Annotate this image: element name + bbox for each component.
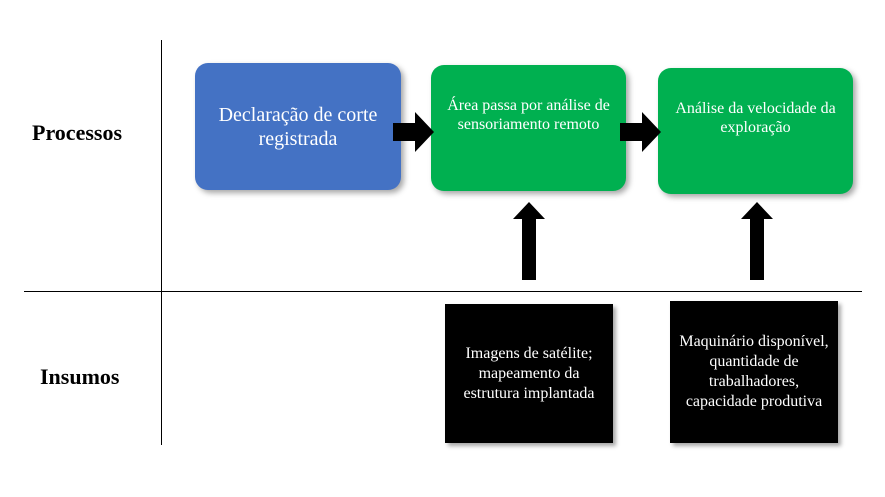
arrow-up-2	[741, 202, 773, 280]
process-box-exploration-speed-label: Análise da velocidade da exploração	[675, 99, 836, 136]
input-box-satellite-label: Imagens de satélite; mapeamento da estru…	[463, 344, 595, 402]
arrow-up-1	[513, 202, 545, 280]
arrow-right-2	[620, 112, 661, 152]
process-box-remote-sensing-label: Área passa por análise de sensoriamento …	[447, 96, 610, 133]
process-box-declaration-label: Declaração de corte registrada	[218, 103, 378, 150]
input-box-satellite: Imagens de satélite; mapeamento da estru…	[445, 304, 613, 443]
inputs-row-label: Insumos	[40, 364, 120, 389]
horizontal-divider	[24, 291, 862, 292]
process-box-exploration-speed: Análise da velocidade da exploração	[658, 68, 853, 194]
input-box-machinery: Maquinário disponível, quantidade de tra…	[670, 301, 838, 443]
arrow-right-1	[393, 112, 434, 152]
vertical-divider	[161, 40, 162, 445]
process-box-remote-sensing: Área passa por análise de sensoriamento …	[431, 65, 626, 191]
input-box-machinery-label: Maquinário disponível, quantidade de tra…	[679, 333, 829, 410]
processes-row-label: Processos	[32, 120, 123, 145]
process-box-declaration: Declaração de corte registrada	[195, 63, 401, 190]
